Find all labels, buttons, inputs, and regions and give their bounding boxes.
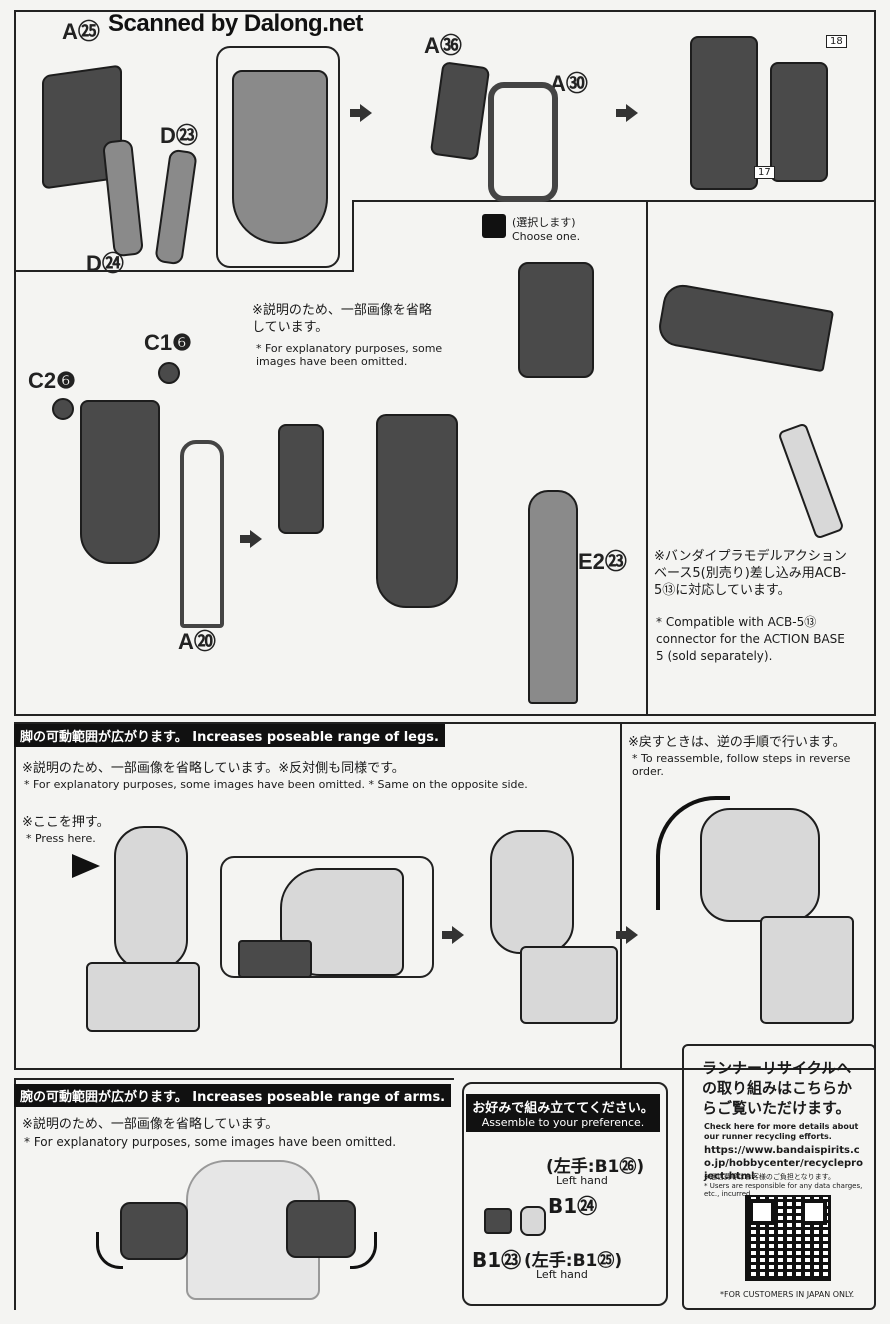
part-leg-step3-foot <box>760 916 854 1024</box>
step1-frame <box>14 10 876 272</box>
step1-detail-box <box>216 46 340 268</box>
hands-left-top: (左手:B1㉖) <box>546 1157 645 1177</box>
part-right-arm <box>286 1200 356 1258</box>
compat-jp: ※バンダイプラモデルアクションベース5(別売り)差し込み用ACB-5⑬に対応して… <box>654 549 847 598</box>
part-c1-cap <box>158 362 180 384</box>
label-a20: A⑳ <box>178 629 216 654</box>
press-en: * Press here. <box>26 832 96 845</box>
hands-frame <box>462 1082 668 1306</box>
part-assembled-shield <box>770 62 828 182</box>
part-leg-shield-assembled <box>376 414 458 608</box>
arrow-right-3 <box>240 530 262 548</box>
sticker-18: 18 <box>826 35 847 48</box>
recycle-japan-only: *FOR CUSTOMERS IN JAPAN ONLY. <box>720 1290 855 1299</box>
part-hand-open <box>520 1206 546 1236</box>
part-leg-shield <box>80 400 160 564</box>
label-c16: C1❻ <box>144 330 192 355</box>
part-hip-joint <box>278 424 324 534</box>
hands-left-top-en: Left hand <box>556 1174 608 1187</box>
step2-omit-en: * For explanatory purposes, some images … <box>256 342 443 368</box>
label-c26: C2❻ <box>28 368 76 393</box>
scan-credit: Scanned by Dalong.net <box>108 10 363 37</box>
arrow-right-2 <box>616 104 638 122</box>
reassemble-en: * To reassemble, follow steps in reverse… <box>632 752 851 778</box>
part-leg-step3-thigh <box>700 808 820 922</box>
arrow-right-4 <box>442 926 464 944</box>
part-c2-cap <box>52 398 74 420</box>
hands-left-bottom: (左手:B1㉕) <box>524 1251 623 1271</box>
step1-divider-horizontal <box>352 200 876 202</box>
arms-omit-en: * For explanatory purposes, some images … <box>24 1135 397 1149</box>
arrow-right-5 <box>616 926 638 944</box>
step1-divider-vertical <box>352 200 354 272</box>
label-a36: A㊱ <box>424 33 462 58</box>
recycle-url-link[interactable]: https://www.bandaispirits.co.jp/hobbycen… <box>704 1145 863 1182</box>
part-hand-fist <box>484 1208 512 1234</box>
step1-divider-bottom <box>14 270 354 272</box>
choose-jp: (選択します) <box>512 216 576 229</box>
recycle-fee-en: * Users are responsible for any data cha… <box>704 1182 863 1198</box>
qr-code-icon[interactable] <box>745 1195 831 1281</box>
legs-header: 脚の可動範囲が広がります。 Increases poseable range o… <box>14 724 445 747</box>
arms-header-en: Increases poseable range of arms. <box>192 1090 446 1105</box>
press-arrow-icon <box>72 854 100 878</box>
hands-header: お好みで組み立ててください。 Assemble to your preferen… <box>466 1094 660 1132</box>
part-leg-foot <box>86 962 200 1032</box>
step2-omit-jp: ※説明のため、一部画像を省略しています。 <box>252 303 432 335</box>
step2-divider-vertical <box>646 200 648 716</box>
label-e223: E2㉓ <box>578 549 627 574</box>
legs-divider <box>620 724 622 1070</box>
arms-header: 腕の可動範囲が広がります。 Increases poseable range o… <box>14 1084 452 1107</box>
arms-frame <box>14 1078 454 1310</box>
hands-header-en: Assemble to your preference. <box>481 1116 645 1129</box>
legs-header-en: Increases poseable range of legs. <box>192 730 439 745</box>
recycle-fee-jp: ※通信費等はお客様のご負担となります。 <box>704 1173 835 1181</box>
hands-b124: B1㉔ <box>548 1194 598 1218</box>
arms-omit-jp: ※説明のため、一部画像を省略しています。 <box>22 1117 279 1132</box>
recycle-check-en: Check here for more details about our ru… <box>704 1122 859 1141</box>
sticker-17: 17 <box>754 166 775 179</box>
step2-frame <box>14 270 876 716</box>
label-d23: D㉓ <box>160 123 198 148</box>
legs-frame <box>14 722 876 1070</box>
legs-omit-en: * For explanatory purposes, some images … <box>24 778 528 791</box>
reassemble-jp: ※戻すときは、逆の手順で行います。 <box>628 735 846 750</box>
hands-left-bottom-en: Left hand <box>536 1268 588 1281</box>
choose-icon <box>482 214 506 238</box>
legs-omit-jp: ※説明のため、一部画像を省略しています。※反対側も同様です。 <box>22 761 405 776</box>
part-weapon-head <box>518 262 594 378</box>
choose-en: Choose one. <box>512 230 581 243</box>
part-leg-detail-dark <box>238 940 312 978</box>
recycle-title-jp: ランナーリサイクルへの取り組みはこちらからご覧いただけます。 <box>702 1059 853 1117</box>
press-jp: ※ここを押す。 <box>22 815 110 830</box>
hands-header-jp: お好みで組み立ててください。 <box>472 1101 654 1116</box>
label-a25: A㉕ <box>62 19 100 44</box>
part-leg-thigh <box>114 826 188 970</box>
part-e2-blade <box>528 490 578 704</box>
part-leg-step2-foot <box>520 946 618 1024</box>
part-a20-frame <box>180 440 224 628</box>
part-armor-plate <box>232 70 328 244</box>
legs-header-jp: 脚の可動範囲が広がります。 <box>20 730 188 745</box>
arrow-right-1 <box>350 104 372 122</box>
recycle-frame <box>682 1044 876 1310</box>
arms-header-jp: 腕の可動範囲が広がります。 <box>20 1090 188 1105</box>
part-assembled-shoulder <box>690 36 758 190</box>
part-a30-frame <box>488 82 558 202</box>
part-left-arm <box>120 1202 188 1260</box>
hands-b123: B1㉓ <box>472 1248 522 1272</box>
compat-en: * Compatible with ACB-5⑬ connector for t… <box>656 615 845 663</box>
part-leg-step2-thigh <box>490 830 574 954</box>
legs-detail-box <box>220 856 434 978</box>
